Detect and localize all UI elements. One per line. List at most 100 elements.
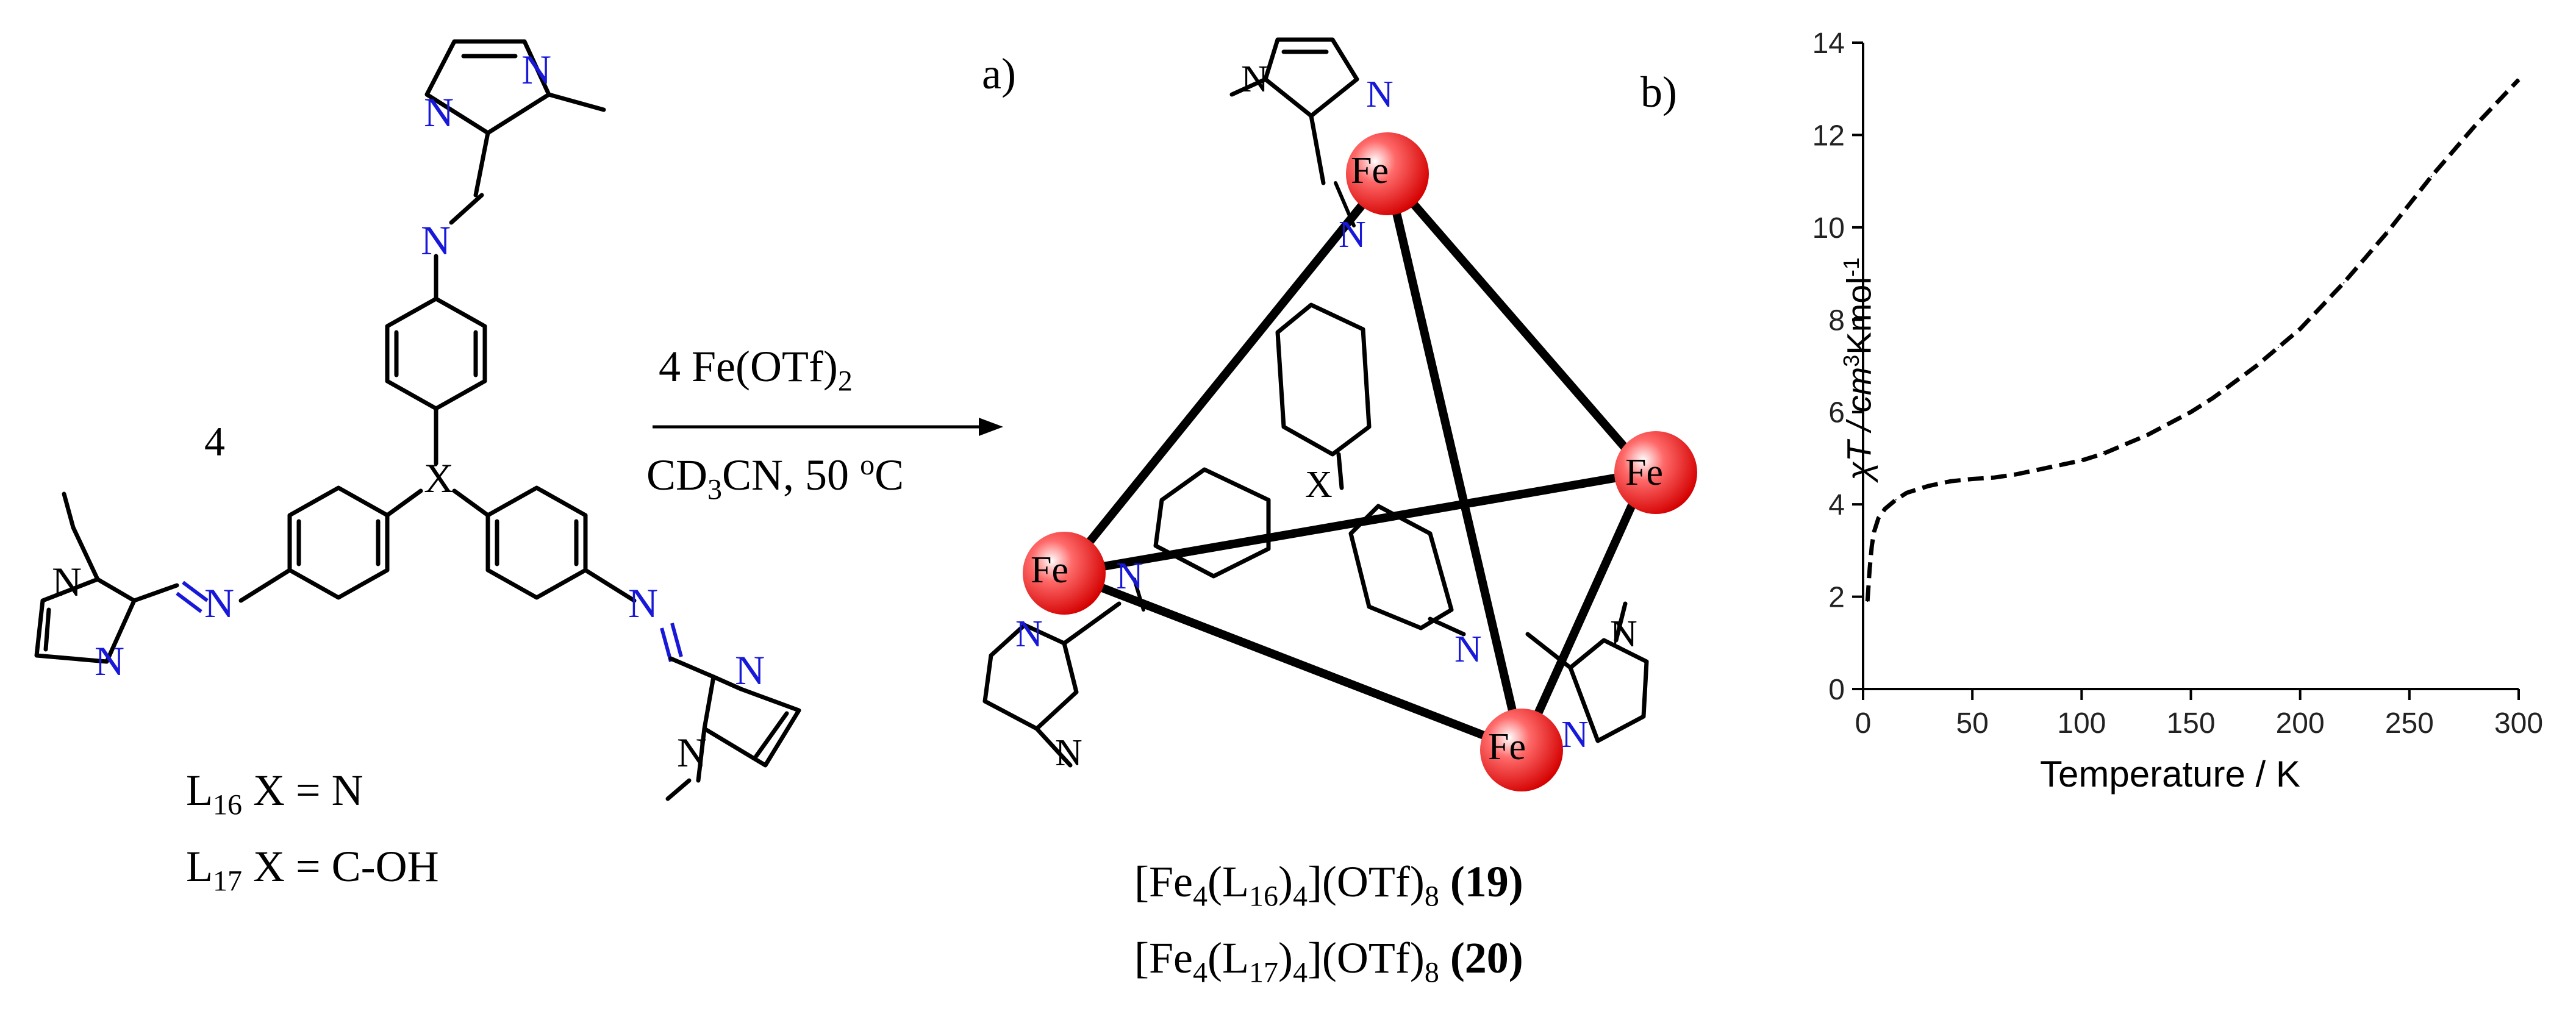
ligand-phenyl-left xyxy=(238,485,390,603)
x-tick-label: 300 xyxy=(2494,707,2543,740)
data-point xyxy=(2518,79,2519,80)
data-point xyxy=(2081,460,2083,462)
fe-sphere-top xyxy=(1346,132,1429,215)
data-point xyxy=(2103,452,2105,454)
ligand-n-atom: N xyxy=(424,89,454,135)
data-point xyxy=(1871,545,1873,547)
ligand-structure xyxy=(34,39,801,801)
cage-edge xyxy=(1060,569,1526,754)
ligand-stoichiometry: 4 xyxy=(204,418,225,465)
data-point xyxy=(2387,231,2388,233)
data-point xyxy=(1950,480,1952,482)
data-point xyxy=(2125,443,2126,445)
x-tick-label: 50 xyxy=(1956,707,1988,740)
ligand-legend-l17: L17 X = C-OH xyxy=(186,842,439,898)
ligand-n-atom: N xyxy=(521,46,552,93)
fe-sphere-bottom xyxy=(1480,709,1563,791)
reaction-reagent: 4 Fe(OTf)2 xyxy=(659,342,853,398)
data-point xyxy=(2146,434,2148,436)
ligand-legend-l16: L16 X = N xyxy=(186,766,363,821)
cage-center-atom: X xyxy=(1305,464,1333,505)
y-tick-label: 12 xyxy=(1812,120,1845,152)
cage-n-atom: N xyxy=(1610,613,1637,655)
panel-a-label: a) xyxy=(982,49,1016,98)
data-point xyxy=(2015,473,2017,475)
cage-n-atom: N xyxy=(1055,732,1082,774)
x-axis-label: Temperature / K xyxy=(2040,754,2300,795)
cage-edge xyxy=(1060,468,1651,577)
ligand-imidazole-top xyxy=(424,39,606,225)
data-point xyxy=(1895,499,1897,501)
data-point xyxy=(2168,423,2170,424)
y-tick-label: 2 xyxy=(1828,582,1845,614)
data-point xyxy=(2408,204,2410,205)
cage-edge xyxy=(1383,170,1526,754)
y-tick-label: 8 xyxy=(1828,304,1845,337)
product-formula-19: [Fe4(L16)4](OTf)8 (19) xyxy=(1134,857,1523,913)
product-formula-20: [Fe4(L17)4](OTf)8 (20) xyxy=(1134,934,1523,989)
y-tick-label: 4 xyxy=(1828,489,1845,521)
data-point xyxy=(1878,517,1880,519)
y-tick-label: 0 xyxy=(1828,674,1845,706)
cage-n-atom: N xyxy=(1561,714,1589,755)
y-tick-label: 10 xyxy=(1812,212,1845,245)
fe-sphere-right xyxy=(1614,431,1697,514)
ligand-center-atom: X xyxy=(424,455,454,501)
data-point xyxy=(1906,492,1908,494)
ligand-n-atom: N xyxy=(628,580,659,626)
data-point xyxy=(2343,282,2345,284)
ligand-n-atom: N xyxy=(204,580,235,626)
data-point xyxy=(2212,398,2214,399)
data-point xyxy=(2277,346,2279,348)
panel-b-label: b) xyxy=(1640,68,1677,116)
cage-edge xyxy=(1383,170,1651,477)
reaction-arrow xyxy=(653,418,1003,436)
x-tick-label: 200 xyxy=(2276,707,2325,740)
x-tick-label: 250 xyxy=(2385,707,2434,740)
data-point xyxy=(2037,469,2039,471)
ligand-imidazole-left xyxy=(34,491,209,664)
x-tick-label: 150 xyxy=(2166,707,2215,740)
data-point xyxy=(2190,411,2192,413)
cage-n-atom: N xyxy=(1116,555,1143,597)
data-point xyxy=(2496,102,2498,104)
data-point xyxy=(2059,464,2061,466)
x-tick-label: 0 xyxy=(1855,707,1872,740)
ligand-n-atom: N xyxy=(735,647,765,693)
data-point xyxy=(2430,176,2432,177)
y-axis-label: χT / cm3Kmol-1 xyxy=(1839,257,1878,480)
cage-edge xyxy=(1517,468,1651,754)
ligand-phenyl-top xyxy=(385,296,487,466)
ligand-imidazole-right xyxy=(660,623,801,801)
cage-n-atom: N xyxy=(1015,613,1043,655)
data-point xyxy=(1994,477,1995,479)
cage-n-atom: N xyxy=(1454,629,1482,670)
cage-fe-label-bottom: Fe xyxy=(1488,726,1526,768)
cage-fe-label-right: Fe xyxy=(1625,452,1663,493)
data-point xyxy=(1869,568,1870,570)
y-tick-label: 14 xyxy=(1812,27,1845,60)
reaction-conditions: CD3CN, 50 oC xyxy=(646,449,904,506)
cage-fe-label-left: Fe xyxy=(1031,549,1068,591)
ligand-n-atom: N xyxy=(421,217,451,263)
y-tick-label: 6 xyxy=(1828,397,1845,429)
data-point xyxy=(2321,305,2323,307)
cage-n-atom: N xyxy=(1366,74,1394,115)
data-point xyxy=(2452,150,2454,152)
data-point xyxy=(1972,478,1973,480)
cage-edge xyxy=(1060,170,1392,577)
data-point xyxy=(1867,601,1869,602)
data-point xyxy=(2365,257,2367,259)
data-series-line xyxy=(1865,78,2521,602)
cage-structure xyxy=(982,37,1697,791)
cage-n-atom: N xyxy=(1241,59,1268,100)
data-point xyxy=(2474,125,2476,127)
ligand-n-atom: N xyxy=(677,729,707,776)
ligand-phenyl-right xyxy=(485,485,637,603)
data-point xyxy=(2299,328,2301,330)
data-point xyxy=(1873,531,1875,533)
ligand-n-atom: N xyxy=(52,559,82,605)
cage-n-atom: N xyxy=(1339,214,1366,255)
x-tick-label: 100 xyxy=(2057,707,2106,740)
